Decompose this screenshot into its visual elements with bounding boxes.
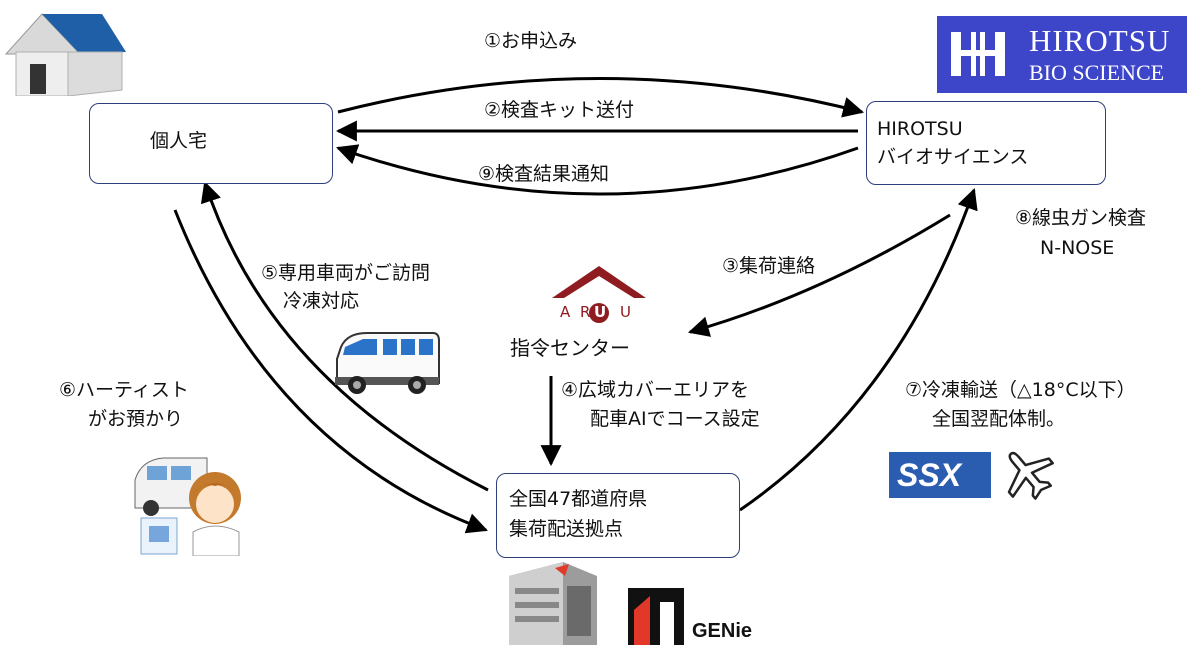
aru-letter-r: R bbox=[580, 303, 591, 321]
ssx-logo-text: SSX bbox=[897, 457, 962, 493]
ssx-logo: SSX bbox=[889, 452, 991, 498]
arrow-step9 bbox=[336, 144, 859, 196]
step5-line1: ⑤専用車両がご訪問 bbox=[261, 262, 431, 284]
step4-line2: 配車AIでコース設定 bbox=[590, 408, 760, 430]
genie-logo-icon bbox=[628, 588, 684, 645]
hirotsu-mark-icon bbox=[951, 32, 1005, 76]
step9-label: ⑨検査結果通知 bbox=[478, 163, 610, 185]
node-hub: 全国47都道府県 集荷配送拠点 bbox=[496, 473, 740, 558]
step7-line2: 全国翌配体制。 bbox=[932, 408, 1066, 430]
arrow-step7 bbox=[739, 188, 978, 512]
hirotsu-logo-line1: HIROTSU bbox=[1029, 23, 1171, 58]
step4-line1: ④広域カバーエリアを bbox=[561, 379, 750, 401]
node-home: 個人宅 bbox=[89, 103, 333, 184]
step2-label: ②検査キット送付 bbox=[484, 99, 635, 121]
staff-woman-icon bbox=[134, 457, 241, 556]
step6-line1: ⑥ハーティスト bbox=[59, 379, 189, 401]
house-icon bbox=[4, 13, 126, 96]
airplane-icon bbox=[1007, 451, 1054, 500]
aru-letter-a: A bbox=[560, 303, 571, 321]
node-home-label: 個人宅 bbox=[150, 130, 208, 152]
aru-roof-logo bbox=[552, 266, 646, 323]
node-hirotsu-line1: HIROTSU bbox=[877, 118, 963, 140]
node-hub-line2: 集荷配送拠点 bbox=[509, 518, 624, 540]
arrow-step1 bbox=[337, 77, 865, 118]
step1-label: ①お申込み bbox=[484, 30, 578, 52]
step8-line2: N-NOSE bbox=[1040, 237, 1115, 259]
hirotsu-logo: HIROTSU BIO SCIENCE bbox=[937, 16, 1187, 93]
node-hirotsu-line2: バイオサイエンス bbox=[877, 146, 1029, 168]
genie-logo-text: GENie bbox=[692, 620, 753, 642]
step8-line1: ⑧線虫ガン検査 bbox=[1015, 207, 1147, 229]
node-hirotsu: HIROTSU バイオサイエンス bbox=[866, 101, 1106, 185]
hirotsu-logo-line2: BIO SCIENCE bbox=[1029, 60, 1165, 85]
node-hub-line1: 全国47都道府県 bbox=[509, 488, 648, 510]
van-icon bbox=[335, 332, 440, 394]
arrow-step3 bbox=[687, 213, 951, 337]
arrow-step5 bbox=[200, 181, 489, 492]
warehouse-building-icon bbox=[509, 562, 597, 645]
step5-line2: 冷凍対応 bbox=[283, 290, 360, 312]
aru-letter-u: U bbox=[620, 303, 631, 321]
node-center-label: 指令センター bbox=[510, 336, 630, 360]
step6-line2: がお預かり bbox=[88, 408, 184, 430]
step7-line1: ⑦冷凍輸送（△18°C以下） bbox=[905, 379, 1136, 401]
arrow-step6 bbox=[173, 209, 488, 534]
aru-letter-u-circle: U bbox=[594, 303, 607, 321]
step3-label: ③集荷連絡 bbox=[722, 255, 816, 277]
